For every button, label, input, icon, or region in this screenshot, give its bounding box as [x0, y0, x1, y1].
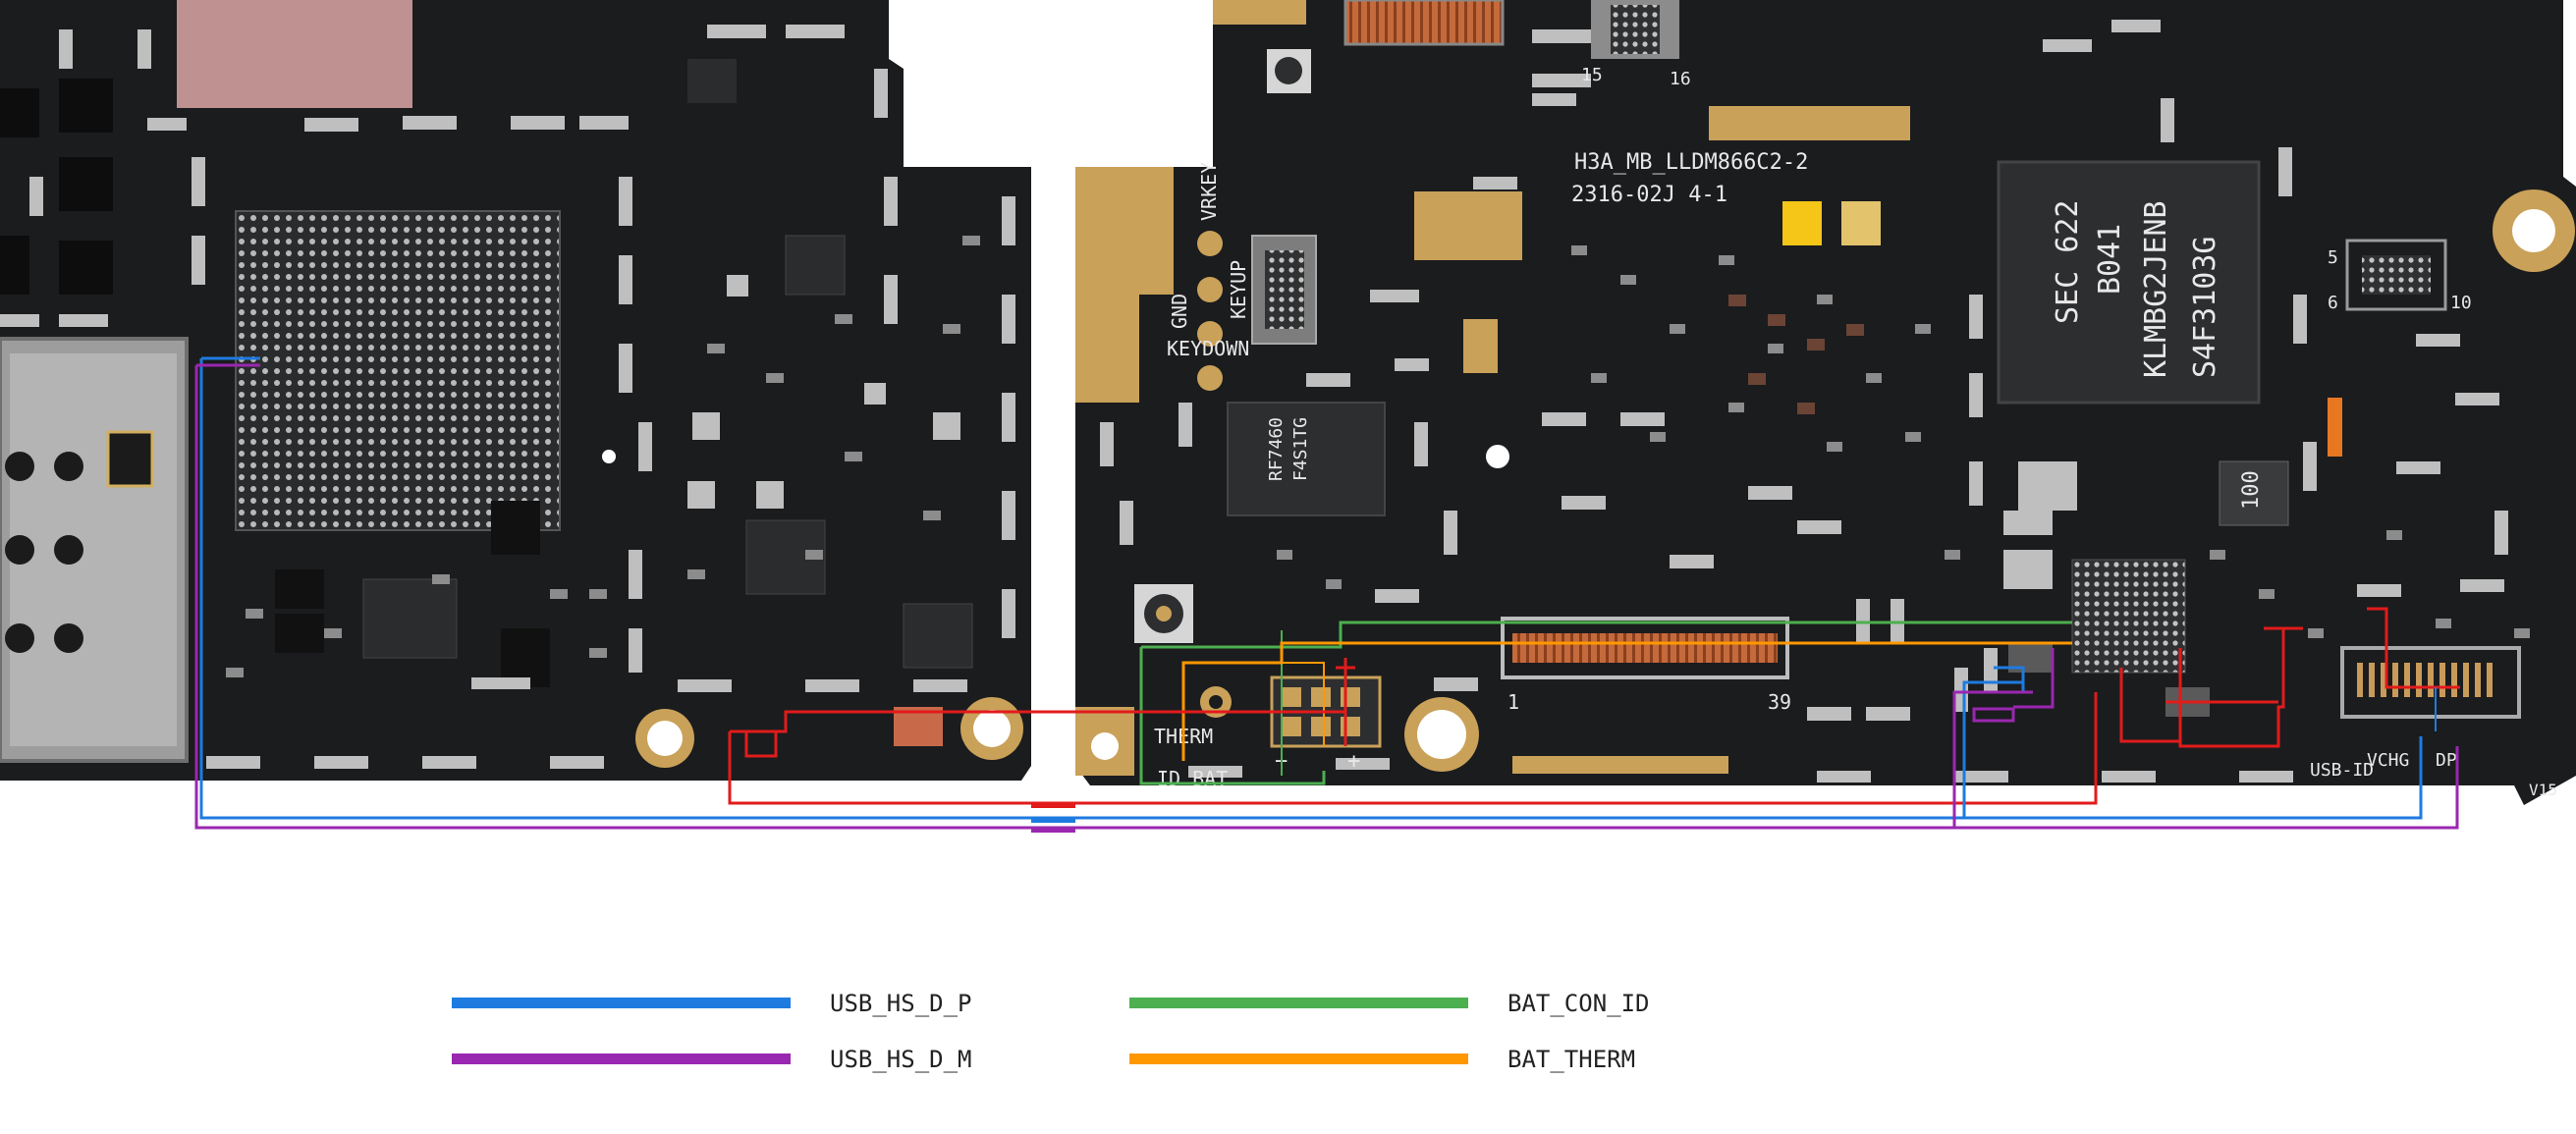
pin5-label: 5: [2328, 247, 2338, 268]
emmc-marking-4: S4F3103G: [2188, 237, 2222, 379]
emmc-marking-3: KLMBG2JENB: [2139, 200, 2173, 378]
usb-id-label: USB-ID: [2310, 760, 2374, 781]
battery-plus-label: +: [1347, 749, 1360, 774]
trace-bat-con-id: [1139, 647, 1326, 785]
legend-label-bat-con-id: BAT_CON_ID: [1507, 990, 1650, 1017]
gnd-label: GND: [1168, 294, 1191, 329]
trace-red-net: [728, 692, 2098, 805]
pa-marking-1: RF7460: [1266, 417, 1287, 481]
pa-chip: [1227, 402, 1386, 516]
legend-label-usb-hs-d-p: USB_HS_D_P: [830, 990, 972, 1017]
pa-marking-2: F4S1TG: [1290, 417, 1311, 481]
net-traces: [194, 356, 2460, 833]
soc-bga: [235, 210, 561, 531]
fpc-pin39-label: 39: [1768, 690, 1791, 714]
gold-shield-pad: [1075, 167, 1174, 403]
keydown-label: KEYDOWN: [1167, 337, 1249, 360]
pin6-label: 6: [2328, 293, 2338, 313]
legend-swatch-bat-therm: [1129, 1053, 1468, 1064]
emmc-marking-2: B041: [2093, 224, 2127, 295]
trace-usb-hs-d-p: [199, 358, 2423, 820]
sim-contact: [106, 430, 154, 488]
board-model-label: H3A_MB_LLDM866C2-2: [1574, 150, 1808, 175]
legend-label-bat-therm: BAT_THERM: [1507, 1046, 1636, 1073]
emmc-chip: [1997, 160, 2261, 405]
legend-swatch-usb-hs-d-p: [452, 998, 791, 1008]
pin10-label: 10: [2450, 293, 2472, 313]
dp-label: DP: [2436, 750, 2457, 771]
id-bat-label: ID BAT: [1157, 767, 1228, 790]
emmc-marking-1: SEC 622: [2051, 200, 2085, 324]
pmic-bga: [2071, 559, 2186, 674]
legend-label-usb-hs-d-m: USB_HS_D_M: [830, 1046, 972, 1073]
vrkey-label: VRKEY: [1197, 162, 1221, 221]
inductor-marking: 100: [2239, 470, 2264, 510]
pin16-label: 16: [1670, 69, 1691, 89]
v15-label: V15: [2529, 781, 2557, 799]
right-board: H3A_MB_LLDM866C2-2 2316-02J 4-1 VRKEY KE…: [1075, 0, 2576, 805]
keyup-label: KEYUP: [1227, 260, 1250, 319]
top-fpc-connector: [1343, 0, 1505, 46]
fpc-pin1-label: 1: [1507, 690, 1519, 714]
legend-swatch-usb-hs-d-m: [452, 1053, 791, 1064]
pin15-label: 15: [1581, 65, 1603, 85]
legend-swatch-bat-con-id: [1129, 998, 1468, 1008]
trace-usb-hs-d-m: [194, 365, 2459, 830]
vchg-label: VCHG: [2367, 750, 2409, 771]
board-revision-label: 2316-02J 4-1: [1571, 183, 1727, 207]
